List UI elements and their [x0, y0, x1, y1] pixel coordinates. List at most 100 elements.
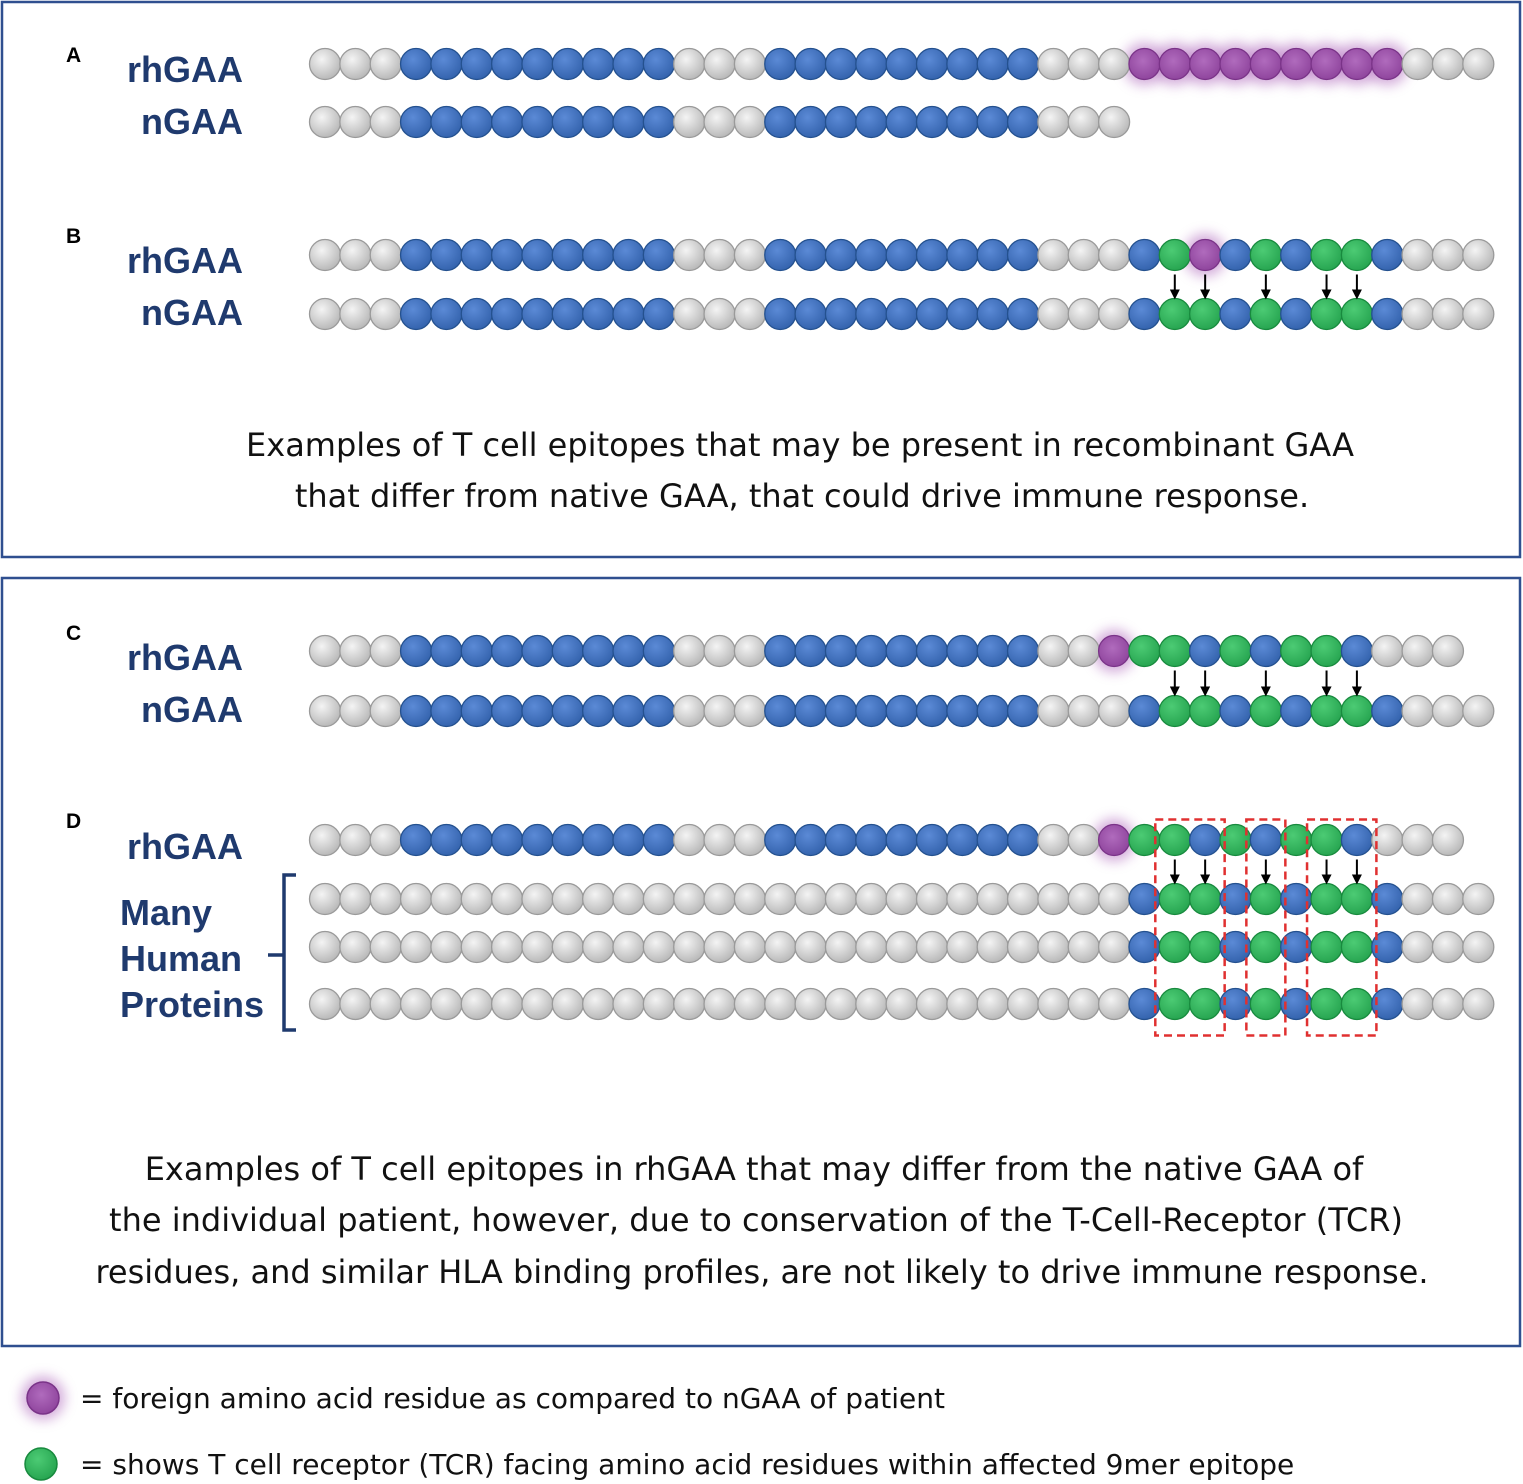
residue-green	[1189, 987, 1222, 1021]
residue-blue	[1219, 694, 1252, 728]
residue-grey	[308, 823, 342, 857]
residue-blue	[1219, 297, 1252, 331]
residue-blue	[430, 297, 463, 331]
residue-green	[1310, 930, 1343, 964]
residue-blue	[1371, 238, 1404, 272]
residue-grey	[399, 930, 433, 964]
residue-blue	[521, 694, 554, 728]
residue-grey	[551, 930, 584, 964]
residue-grey	[642, 882, 675, 916]
group-bracket	[268, 873, 296, 1032]
residue-grey	[1431, 47, 1465, 81]
residue-grey	[1006, 930, 1040, 964]
residue-blue	[885, 634, 918, 668]
residue-blue	[582, 823, 615, 857]
residue-blue	[946, 297, 979, 331]
residue-blue	[642, 634, 675, 668]
residue-foreign	[1280, 47, 1313, 81]
residue-blue	[885, 823, 918, 857]
residue-grey	[1462, 238, 1495, 272]
residue-blue	[460, 634, 493, 668]
caption-top-line2: that differ from native GAA, that could …	[295, 477, 1309, 515]
residue-blue	[764, 47, 797, 81]
residue-blue	[582, 694, 615, 728]
residue-blue	[1128, 882, 1161, 916]
residue-grey	[976, 987, 1009, 1021]
residue-grey	[1037, 694, 1070, 728]
residue-blue	[399, 238, 433, 272]
residue-blue	[1280, 694, 1313, 728]
residue-blue	[612, 297, 645, 331]
residue-blue	[1189, 823, 1222, 857]
residue-grey	[1431, 238, 1465, 272]
residue-green	[1310, 694, 1343, 728]
residue-blue	[764, 823, 797, 857]
residue-blue	[460, 105, 493, 139]
residue-blue	[1006, 823, 1040, 857]
residue-blue	[855, 694, 888, 728]
residue-blue	[642, 297, 675, 331]
residue-grey	[703, 105, 736, 139]
residue-grey	[1462, 694, 1495, 728]
residue-blue	[551, 238, 584, 272]
residue-grey	[794, 987, 827, 1021]
residue-blue	[521, 823, 554, 857]
residue-grey	[673, 47, 706, 81]
residue-green	[1158, 930, 1191, 964]
caption-bottom-line2: the individual patient, however, due to …	[109, 1201, 1403, 1239]
residue-blue	[1280, 297, 1313, 331]
residue-green	[1249, 882, 1282, 916]
residue-blue	[794, 238, 827, 272]
residue-grey	[1067, 238, 1100, 272]
residue-blue	[490, 694, 524, 728]
residue-grey	[308, 105, 342, 139]
residue-blue	[946, 238, 979, 272]
residue-grey	[1431, 823, 1465, 857]
residue-green	[1128, 634, 1161, 668]
residue-blue	[824, 823, 858, 857]
residue-grey	[1401, 823, 1434, 857]
residue-grey	[460, 882, 493, 916]
residue-blue	[1249, 634, 1282, 668]
residue-grey	[976, 882, 1009, 916]
panel-d-letter: D	[66, 810, 81, 833]
residue-grey	[703, 882, 736, 916]
residue-blue	[915, 238, 949, 272]
residue-blue	[885, 47, 918, 81]
caption-bottom-line3: residues, and similar HLA binding profil…	[95, 1253, 1428, 1291]
residue-grey	[915, 930, 949, 964]
residue-grey	[521, 882, 554, 916]
residue-grey	[1067, 297, 1100, 331]
residue-grey	[1067, 694, 1100, 728]
residue-blue	[460, 47, 493, 81]
residue-blue	[430, 238, 463, 272]
residue-blue	[794, 297, 827, 331]
residue-grey	[612, 882, 645, 916]
residue-blue	[521, 105, 554, 139]
residue-grey	[673, 297, 706, 331]
residue-grey	[1037, 823, 1070, 857]
residue-foreign	[1189, 47, 1222, 81]
residue-grey	[1037, 238, 1070, 272]
residue-grey	[490, 930, 524, 964]
residue-blue	[794, 47, 827, 81]
residue-blue	[976, 47, 1009, 81]
residue-blue	[764, 297, 797, 331]
residue-blue	[855, 47, 888, 81]
residue-blue	[1006, 47, 1040, 81]
residue-grey	[1037, 987, 1070, 1021]
residue-grey	[339, 47, 372, 81]
residue-grey	[642, 987, 675, 1021]
residue-grey	[369, 694, 402, 728]
residue-grey	[339, 238, 372, 272]
residue-blue	[1219, 238, 1252, 272]
panel-c-row1-label: rhGAA	[127, 637, 243, 678]
residue-grey	[582, 882, 615, 916]
residue-grey	[733, 297, 767, 331]
residue-green	[1158, 634, 1191, 668]
residue-grey	[339, 634, 372, 668]
panel-a-row1-label: rhGAA	[127, 49, 243, 90]
residue-grey	[1401, 930, 1434, 964]
group-label-line1: Many	[120, 892, 212, 933]
residue-grey	[369, 297, 402, 331]
